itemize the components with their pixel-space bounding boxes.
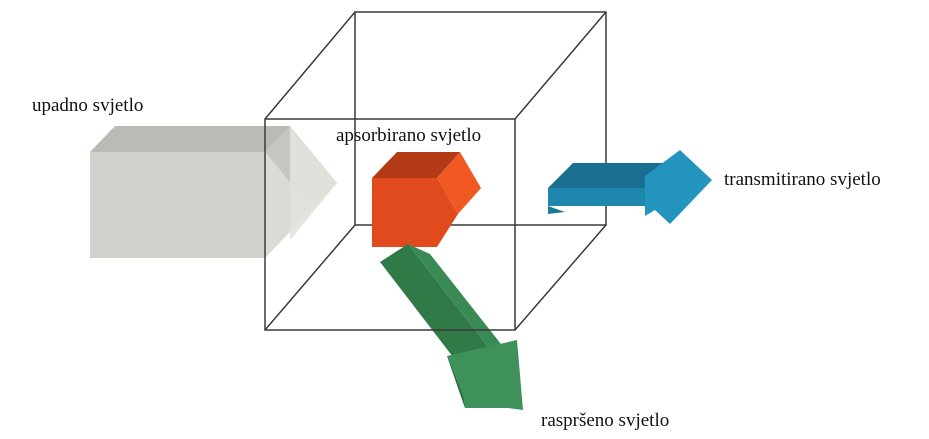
incident-arrow-top	[90, 126, 290, 152]
absorbed-light-label: apsorbirano svjetlo	[336, 125, 482, 146]
absorbed-light-block	[372, 152, 481, 247]
scattered-arrow-shaft-side	[380, 244, 492, 370]
transmitted-light-label: transmitirano svjetlo	[724, 169, 881, 190]
incident-arrow-head-back	[290, 126, 337, 240]
cube-front-face	[264, 118, 516, 331]
scattered-arrow-head-shadow	[447, 356, 465, 408]
absorbed-block-side	[437, 152, 481, 214]
transmitted-light-arrow	[548, 150, 712, 224]
incident-light-arrow	[90, 126, 337, 258]
scattered-light-arrow	[380, 244, 523, 410]
scattered-arrow-head	[447, 340, 523, 410]
incident-arrow-front	[90, 152, 265, 258]
transmitted-arrow-tail-notch	[548, 206, 565, 214]
scattered-light-label: raspršeno svjetlo	[541, 410, 670, 431]
transmitted-arrow-head	[645, 150, 712, 224]
incident-light-label: upadno svjetlo	[32, 95, 144, 116]
incident-arrow-head-side	[265, 152, 312, 258]
absorbed-block-front	[372, 178, 458, 247]
cube-depth-edges	[264, 11, 607, 331]
transmitted-arrow-top	[548, 163, 670, 188]
transmitted-arrow-front	[548, 188, 645, 206]
absorbed-block-top	[372, 152, 460, 178]
